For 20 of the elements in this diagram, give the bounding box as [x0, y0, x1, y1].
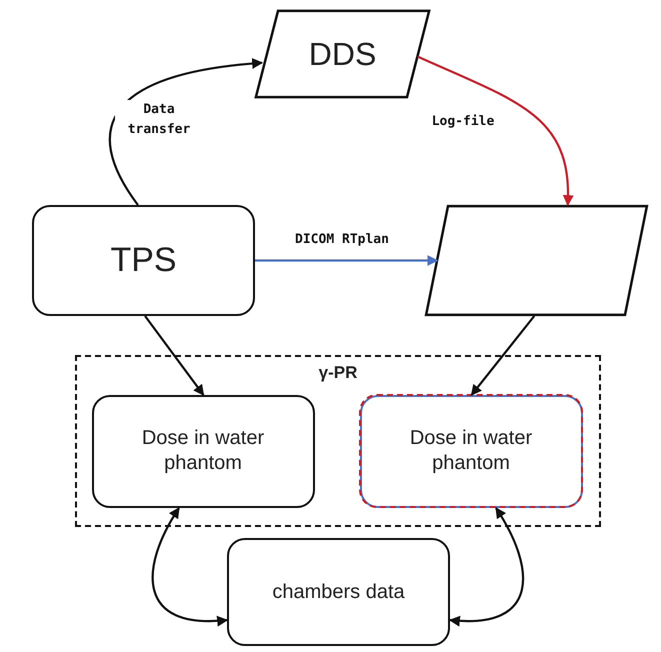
dashed-group-box	[75, 355, 601, 527]
data-parallelogram	[255, 10, 430, 98]
node-label: Dose in water phantom	[140, 426, 266, 476]
process-box	[32, 205, 255, 316]
node-label: chambers data	[271, 580, 406, 604]
process-box	[360, 394, 582, 508]
process-box	[227, 538, 450, 646]
arrow	[144, 315, 204, 396]
node-label: TPS	[109, 240, 178, 282]
arrow	[255, 255, 438, 266]
arrow	[152, 507, 228, 626]
arrow	[448, 507, 524, 626]
arrow	[109, 58, 264, 206]
arrow	[470, 315, 536, 396]
arrow	[417, 56, 574, 206]
group-title: γ-PR	[318, 363, 358, 383]
node-label: Dose in water phantom	[408, 426, 534, 476]
process-box	[92, 394, 314, 508]
data-parallelogram	[425, 205, 648, 316]
node-label: DDS	[308, 35, 378, 74]
